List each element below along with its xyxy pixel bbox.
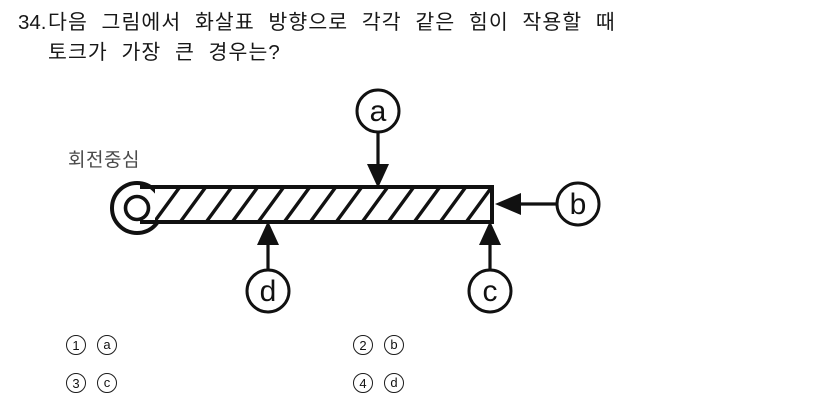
force-arrow-b [495,193,556,215]
question-stem: 34. 다음 그림에서 화살표 방향으로 각각 같은 힘이 작용할 때 토크가 … [18,8,818,68]
question-line-1: 34. 다음 그림에서 화살표 방향으로 각각 같은 힘이 작용할 때 [18,8,818,38]
question-line-2: 토크가 가장 큰 경우는? [18,38,818,68]
option-3-letter: c [97,373,117,393]
question-text-line-2: 토크가 가장 큰 경우는? [48,41,281,64]
lever-diagram-svg: a b c [110,88,601,314]
force-arrow-c [479,221,501,270]
pivot-center-label: 회전중심 [68,150,140,171]
force-label-c: c [467,268,513,314]
force-label-b: b [555,181,601,227]
option-2-letter: b [384,335,404,355]
option-3[interactable]: 3 c [66,364,117,402]
option-3-number: 3 [66,373,86,393]
option-2[interactable]: 2 b [353,326,404,364]
pivot-hub [110,181,164,235]
force-label-d: d [245,268,291,314]
svg-text:c: c [483,275,498,308]
option-4-number: 4 [353,373,373,393]
torque-lever-diagram: 회전중심 [0,80,826,320]
options-row-1: 1 a 2 b [0,326,826,364]
svg-text:b: b [570,188,587,221]
option-4-letter: d [384,373,404,393]
option-1-number: 1 [66,335,86,355]
force-arrow-a [367,132,389,188]
options-row-2: 3 c 4 d [0,364,826,402]
question-number: 34. [18,11,47,34]
bar-hatching [155,187,492,222]
svg-text:d: d [260,275,277,308]
svg-text:a: a [370,95,387,128]
lever-bar [140,185,494,224]
option-1[interactable]: 1 a [66,326,117,364]
force-label-a: a [355,88,401,134]
option-1-letter: a [97,335,117,355]
option-2-number: 2 [353,335,373,355]
answer-options: 1 a 2 b 3 c 4 d [0,326,826,406]
option-4[interactable]: 4 d [353,364,404,402]
force-arrow-d [257,221,279,270]
question-text-line-1: 다음 그림에서 화살표 방향으로 각각 같은 힘이 작용할 때 [48,11,616,34]
